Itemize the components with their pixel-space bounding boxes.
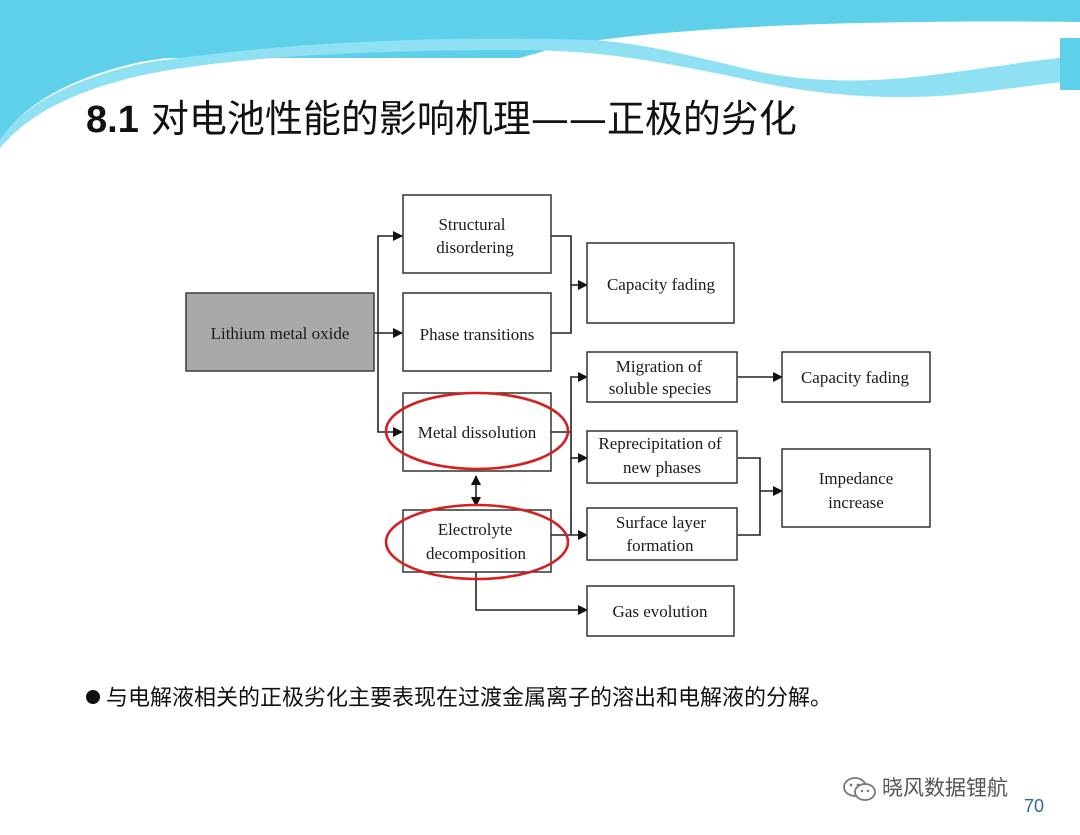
highlight-circle-metal-dissolution <box>384 391 570 471</box>
label-phase-transitions: Phase transitions <box>420 325 535 344</box>
label-structural-1: Structural <box>438 215 505 234</box>
box-migration <box>586 351 738 403</box>
box-capacity-fading-2 <box>781 351 931 403</box>
label-impedance-2: increase <box>828 493 884 512</box>
bullet-dot-icon <box>86 690 100 704</box>
label-reprecipitation-2: new phases <box>623 458 701 477</box>
arrow-to-migration <box>570 372 588 535</box>
label-electrolyte-2: decomposition <box>426 544 527 563</box>
slide-title: 8.1 对电池性能的影响机理——正极的劣化 <box>86 88 797 143</box>
box-capacity-fading-1 <box>586 242 735 324</box>
label-impedance-1: Impedance <box>819 469 894 488</box>
label-gas-evolution: Gas evolution <box>613 602 708 621</box>
watermark: 晓风数据锂航 <box>842 772 1008 802</box>
arrow-source-structural <box>377 231 403 372</box>
label-surface-layer-1: Surface layer <box>616 513 706 532</box>
label-surface-layer-2: formation <box>626 536 694 555</box>
title-number: 8.1 <box>86 99 139 141</box>
box-surface-layer <box>586 507 738 561</box>
bracket-reprecip-surface <box>738 457 761 536</box>
label-reprecipitation-1: Reprecipitation of <box>598 434 722 453</box>
arrow-to-gas <box>475 572 588 615</box>
box-gas-evolution <box>586 585 735 637</box>
arrow-source-metal <box>377 372 403 437</box>
box-reprecipitation <box>586 430 738 484</box>
label-lithium-metal-oxide: Lithium metal oxide <box>211 324 350 343</box>
label-metal-dissolution: Metal dissolution <box>418 423 537 442</box>
bullet-text: 与电解液相关的正极劣化主要表现在过渡金属离子的溶出和电解液的分解。 <box>106 686 833 711</box>
watermark-text: 晓风数据锂航 <box>882 776 1008 800</box>
title-text: 对电池性能的影响机理——正极的劣化 <box>150 97 797 141</box>
wechat-icon <box>843 777 876 801</box>
label-capacity-fading-1: Capacity fading <box>607 275 716 294</box>
box-electrolyte-decomposition <box>402 509 552 573</box>
box-phase-transitions <box>402 292 552 372</box>
label-migration-2: soluble species <box>609 379 711 398</box>
page-number: 70 <box>1024 796 1045 816</box>
header-banner <box>0 0 1080 148</box>
label-migration-1: Migration of <box>616 357 703 376</box>
box-impedance-increase <box>781 448 931 528</box>
label-structural-2: disordering <box>436 238 514 257</box>
highlight-circle-electrolyte-decomposition <box>384 503 570 581</box>
box-structural-disordering <box>402 194 552 274</box>
bracket-structural-phase <box>551 235 572 334</box>
label-capacity-fading-2: Capacity fading <box>801 368 910 387</box>
bullet-point: 与电解液相关的正极劣化主要表现在过渡金属离子的溶出和电解液的分解。 <box>86 680 832 712</box>
box-metal-dissolution <box>402 392 552 472</box>
box-lithium-metal-oxide <box>185 292 375 372</box>
label-electrolyte-1: Electrolyte <box>438 520 513 539</box>
